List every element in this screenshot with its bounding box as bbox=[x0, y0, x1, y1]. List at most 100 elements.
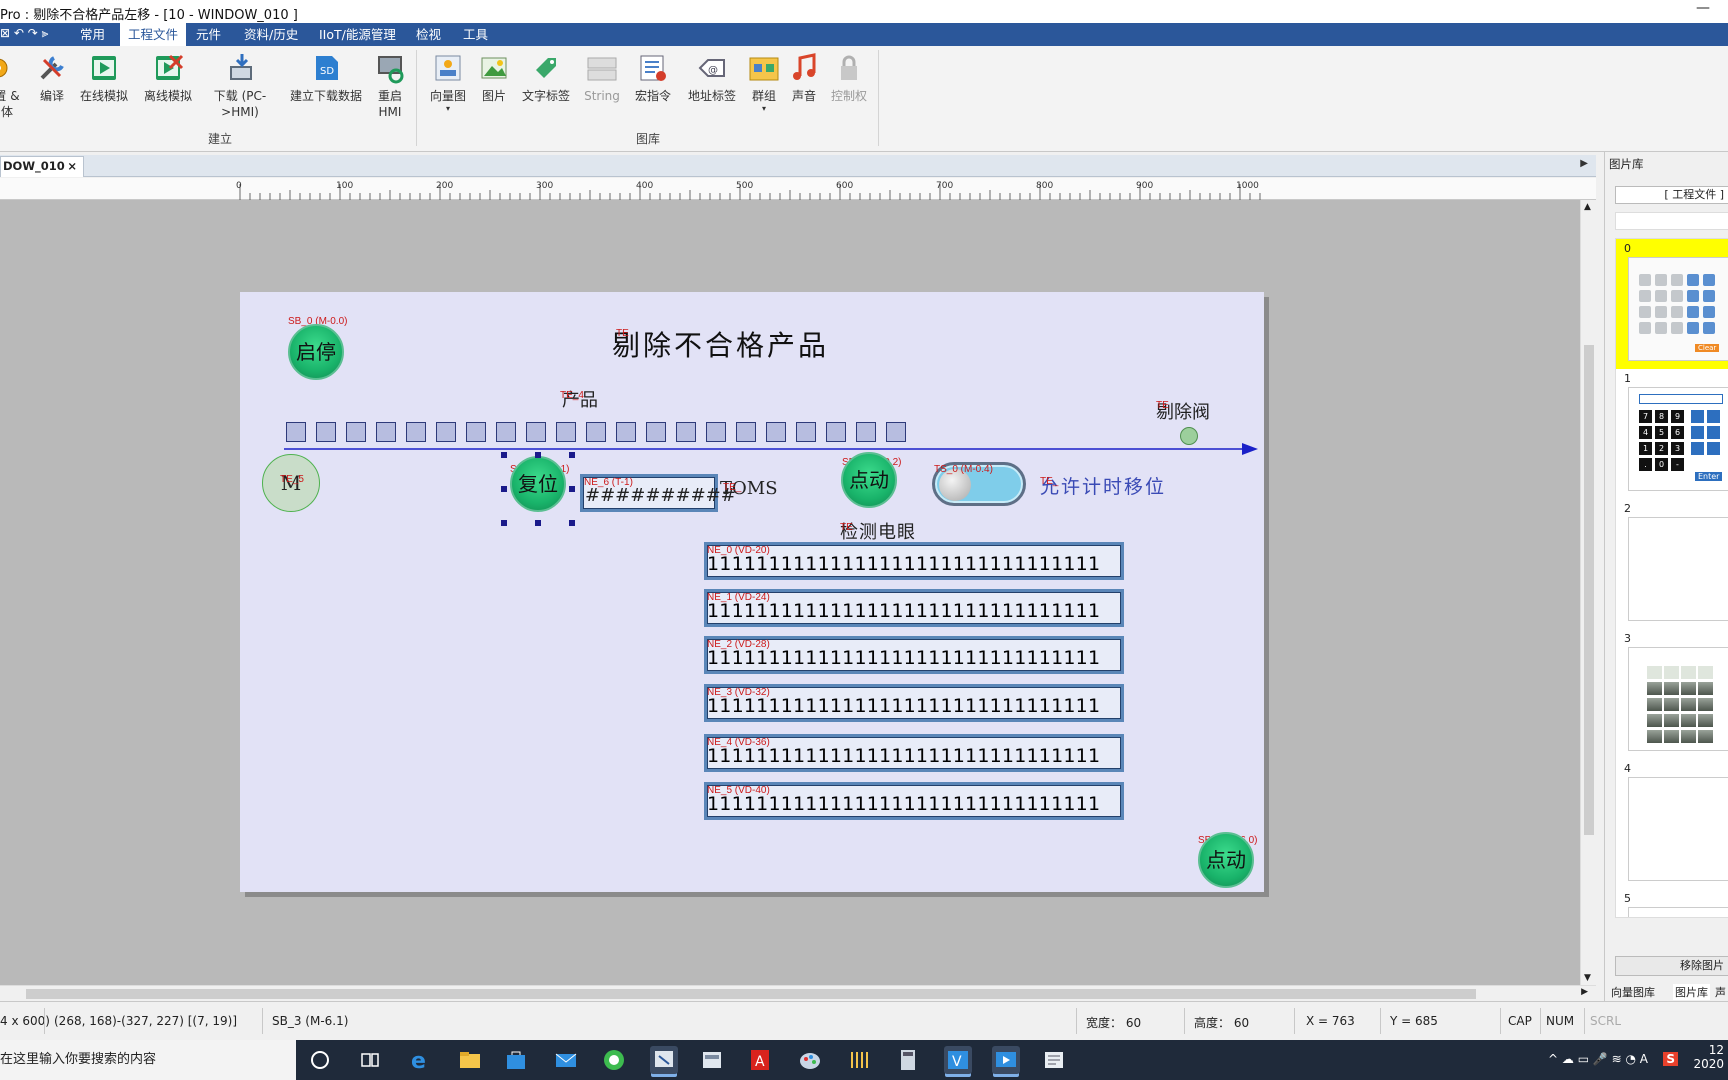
product-slot[interactable] bbox=[796, 422, 816, 442]
thumbnail-item[interactable]: 5 bbox=[1616, 889, 1728, 917]
compile-button[interactable]: 编译 bbox=[34, 52, 70, 104]
horizontal-scroll-thumb[interactable] bbox=[26, 989, 1476, 999]
product-slot[interactable] bbox=[856, 422, 876, 442]
chevron-down-icon[interactable]: ▾ bbox=[445, 104, 450, 113]
online-simulation-button[interactable]: 在线模拟 bbox=[76, 52, 132, 104]
tray-icons[interactable]: ^ ☁ ▭ 🎤 ≋ ◔ A bbox=[1548, 1052, 1648, 1066]
selection-handle[interactable] bbox=[569, 452, 575, 458]
product-slot[interactable] bbox=[736, 422, 756, 442]
selection-handle[interactable] bbox=[569, 486, 575, 492]
product-slot[interactable] bbox=[526, 422, 546, 442]
sound-button[interactable]: 声音 bbox=[788, 52, 820, 104]
selection-handle[interactable] bbox=[535, 520, 541, 526]
vertical-scroll-thumb[interactable] bbox=[1584, 345, 1594, 835]
paint-icon[interactable] bbox=[796, 1046, 824, 1074]
tab-common[interactable]: 常用 bbox=[80, 27, 106, 42]
scroll-right-icon[interactable]: ▶ bbox=[1581, 987, 1588, 997]
timer-numeric-field[interactable]: ########## NE_6 (T-1) bbox=[580, 474, 736, 512]
horizontal-scrollbar[interactable]: ▶ bbox=[0, 985, 1596, 1001]
product-slot[interactable] bbox=[586, 422, 606, 442]
scroll-up-icon[interactable]: ▲ bbox=[1584, 202, 1591, 212]
product-slot[interactable] bbox=[706, 422, 726, 442]
tab-view[interactable]: 检视 bbox=[416, 27, 442, 42]
product-slot[interactable] bbox=[346, 422, 366, 442]
library-search-input[interactable] bbox=[1615, 212, 1728, 230]
product-slot[interactable] bbox=[646, 422, 666, 442]
document-tab[interactable]: DOW_010 × bbox=[0, 156, 84, 177]
start-stop-button[interactable]: 启停 bbox=[288, 324, 344, 380]
hmi-window-canvas[interactable]: 剔除不合格产品 TE SB_0 (M-0.0) 启停 产品 TE_4 剔除阀 T… bbox=[240, 292, 1264, 892]
numeric-field-5[interactable]: 11111111111111111111111111111111 NE_5 (V… bbox=[704, 782, 1124, 820]
product-slot[interactable] bbox=[316, 422, 336, 442]
calculator-icon[interactable] bbox=[894, 1046, 922, 1074]
tab-image-library[interactable]: 图片库 bbox=[1673, 984, 1710, 1000]
product-slot[interactable] bbox=[886, 422, 906, 442]
minimize-button[interactable]: — bbox=[1696, 0, 1710, 16]
remove-image-button[interactable]: 移除图片 bbox=[1615, 956, 1728, 976]
selection-handle[interactable] bbox=[501, 452, 507, 458]
numeric-field-0[interactable]: 11111111111111111111111111111111 NE_0 (V… bbox=[704, 542, 1124, 580]
string-button[interactable]: String bbox=[580, 52, 624, 104]
thumbnail-item[interactable]: 3 bbox=[1616, 629, 1728, 759]
store-icon[interactable] bbox=[502, 1046, 530, 1074]
edge-browser-icon[interactable]: e bbox=[406, 1046, 434, 1074]
clock[interactable]: 12 2020 bbox=[1693, 1043, 1724, 1071]
jog-button-2[interactable]: 点动 bbox=[1198, 832, 1254, 888]
macro-button[interactable]: 宏指令 bbox=[632, 52, 674, 104]
selection-handle[interactable] bbox=[535, 452, 541, 458]
numeric-field-1[interactable]: 11111111111111111111111111111111 NE_1 (V… bbox=[704, 589, 1124, 627]
tab-vector-library[interactable]: 向量图库 bbox=[1611, 986, 1655, 999]
allow-timer-label[interactable]: 允许计时移位 bbox=[1040, 476, 1167, 498]
library-category-select[interactable]: [ 工程文件 ] bbox=[1615, 186, 1728, 204]
numeric-field-2[interactable]: 11111111111111111111111111111111 NE_2 (V… bbox=[704, 636, 1124, 674]
mail-icon[interactable] bbox=[552, 1046, 580, 1074]
sogou-ime-icon[interactable]: S bbox=[1663, 1052, 1678, 1066]
cortana-icon[interactable] bbox=[306, 1046, 334, 1074]
picture-button[interactable]: 图片 bbox=[476, 52, 512, 104]
tab-data-history[interactable]: 资料/历史 bbox=[244, 27, 299, 42]
product-slot[interactable] bbox=[766, 422, 786, 442]
acrobat-icon[interactable]: A bbox=[746, 1046, 774, 1074]
offline-simulation-button[interactable]: 离线模拟 bbox=[140, 52, 196, 104]
scroll-down-icon[interactable]: ▼ bbox=[1584, 973, 1591, 983]
hmi-editor-taskbar-icon[interactable] bbox=[650, 1046, 678, 1074]
build-download-data-button[interactable]: SD 建立下载数据 bbox=[286, 52, 366, 104]
page-title[interactable]: 剔除不合格产品 bbox=[612, 329, 830, 362]
browser-360-icon[interactable] bbox=[600, 1046, 628, 1074]
product-slot[interactable] bbox=[676, 422, 696, 442]
tab-iiot-energy[interactable]: IIoT/能源管理 bbox=[319, 27, 396, 42]
detect-eye-label[interactable]: 检测电眼 bbox=[840, 522, 916, 543]
close-icon[interactable]: × bbox=[67, 159, 77, 173]
jog-button-1[interactable]: 点动 bbox=[841, 452, 897, 508]
product-slot[interactable] bbox=[616, 422, 636, 442]
download-pc-hmi-button[interactable]: 下载 (PC- >HMI) bbox=[210, 52, 270, 120]
group-button[interactable]: 群组 ▾ bbox=[748, 52, 780, 113]
screen-recorder-icon[interactable] bbox=[992, 1046, 1020, 1074]
plc-software-icon[interactable] bbox=[846, 1046, 874, 1074]
thumbnail-item[interactable]: 0 Clear bbox=[1616, 239, 1728, 369]
tab-scroll-right-icon[interactable]: ▶ bbox=[1580, 158, 1588, 169]
reset-button[interactable]: 复位 bbox=[510, 456, 566, 512]
toms-label[interactable]: TOMS bbox=[720, 478, 778, 499]
ribbon-button-partial[interactable]: 置 & 体 bbox=[0, 52, 22, 120]
restart-hmi-button[interactable]: 重启 HMI bbox=[372, 52, 408, 120]
file-explorer-icon[interactable] bbox=[456, 1046, 484, 1074]
tab-tools[interactable]: 工具 bbox=[463, 27, 489, 42]
task-view-icon[interactable] bbox=[356, 1046, 384, 1074]
tab-components[interactable]: 元件 bbox=[196, 27, 222, 42]
product-slot[interactable] bbox=[286, 422, 306, 442]
product-slot[interactable] bbox=[436, 422, 456, 442]
product-slot[interactable] bbox=[376, 422, 396, 442]
product-slot[interactable] bbox=[556, 422, 576, 442]
product-slot[interactable] bbox=[826, 422, 846, 442]
product-slot[interactable] bbox=[466, 422, 486, 442]
product-slot[interactable] bbox=[496, 422, 516, 442]
product-slot[interactable] bbox=[406, 422, 426, 442]
vertical-scrollbar[interactable]: ▲ ▼ bbox=[1580, 200, 1596, 985]
tab-project-file[interactable]: 工程文件 bbox=[120, 23, 187, 46]
reject-valve-label[interactable]: 剔除阀 bbox=[1156, 402, 1210, 423]
product-label[interactable]: 产品 bbox=[562, 390, 598, 411]
text-tag-button[interactable]: 文字标签 bbox=[520, 52, 572, 104]
reject-valve-indicator[interactable] bbox=[1180, 427, 1198, 445]
selection-handle[interactable] bbox=[501, 520, 507, 526]
